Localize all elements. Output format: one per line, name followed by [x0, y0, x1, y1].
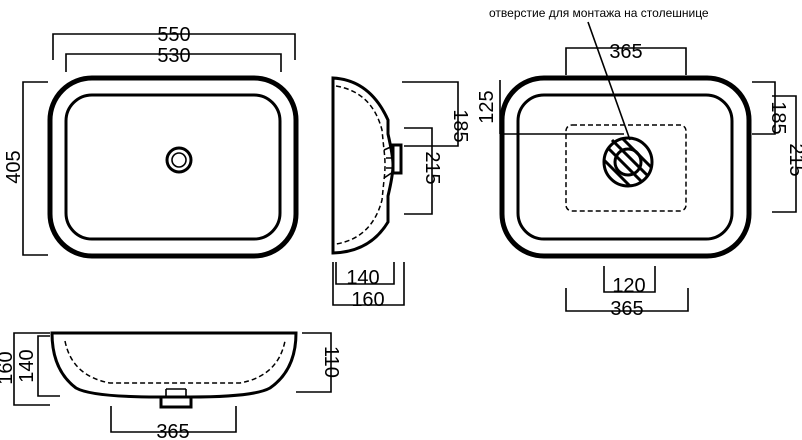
- front-profile-outline: [50, 331, 298, 399]
- dim-label-160-front: 160: [0, 351, 17, 384]
- dim-label-365-front: 365: [156, 421, 189, 440]
- side-drain-detail: [383, 145, 394, 179]
- front-view: 160 140 110 365: [0, 331, 342, 440]
- mounting-hole-symbol: [602, 136, 654, 188]
- front-drain-neck: [165, 388, 187, 397]
- front-drain-fitting: [159, 395, 193, 409]
- dim-label-215-side: 215: [421, 151, 443, 184]
- dim-line-365-top: [565, 47, 687, 75]
- dim-label-365-bottom: 365: [610, 298, 643, 320]
- side-view: 185 215 140 160: [331, 76, 471, 311]
- dim-line-140: [335, 262, 395, 285]
- mounting-hole-note: отверстие для монтажа на столешнице: [489, 6, 709, 20]
- dim-label-215-right: 215: [785, 143, 802, 176]
- dim-line-365-bottom: [565, 288, 689, 312]
- dim-label-405: 405: [3, 150, 25, 183]
- dim-line-215-side: [404, 127, 433, 215]
- dim-line-405: [22, 81, 48, 256]
- basin-outer-rim: [47, 75, 299, 259]
- dim-line-185-side: [402, 81, 459, 147]
- drain-hole-outer: [165, 146, 193, 174]
- dim-line-185-right: [752, 81, 776, 135]
- mounting-hole-hatch: [602, 136, 654, 188]
- dim-line-140-front: [37, 335, 60, 397]
- side-tap-fitting: [391, 143, 403, 175]
- dim-label-120: 120: [612, 275, 645, 297]
- side-inner-bowl: [335, 85, 386, 245]
- dim-line-120: [603, 266, 656, 293]
- dim-label-185-right: 185: [767, 101, 789, 134]
- dim-line-530: [65, 53, 282, 72]
- dim-line-125: [499, 80, 624, 135]
- dim-label-125: 125: [476, 90, 498, 123]
- dim-line-160-front: [13, 332, 50, 406]
- dim-line-215-right: [772, 95, 797, 213]
- dim-label-530: 530: [157, 45, 190, 67]
- bottom-view: отверстие для монтажа на столешнице 125 …: [476, 6, 802, 320]
- dim-line-550: [52, 33, 296, 60]
- drain-hole-inner: [171, 152, 187, 168]
- side-profile-outline: [331, 76, 395, 255]
- dim-line-160-side: [332, 262, 405, 306]
- countertop-cutout: [565, 124, 687, 212]
- bottom-inner-bowl: [516, 93, 734, 241]
- mounting-hole-inner: [613, 147, 643, 177]
- dim-label-185-side: 185: [449, 109, 471, 142]
- note-leader-line: [587, 21, 631, 141]
- top-view: 550 530 405: [3, 24, 299, 259]
- dim-label-140-front: 140: [16, 349, 38, 382]
- dim-label-140: 140: [346, 267, 379, 289]
- front-inner-bowl: [64, 340, 286, 384]
- dim-label-550: 550: [157, 24, 190, 46]
- dim-label-110: 110: [320, 346, 342, 378]
- dim-label-365-top: 365: [609, 41, 642, 63]
- bottom-outer-rim: [499, 75, 752, 259]
- basin-inner-bowl: [64, 93, 282, 241]
- dim-line-110: [296, 332, 332, 393]
- dim-label-160-side: 160: [351, 289, 384, 311]
- dim-line-365-front: [110, 406, 237, 433]
